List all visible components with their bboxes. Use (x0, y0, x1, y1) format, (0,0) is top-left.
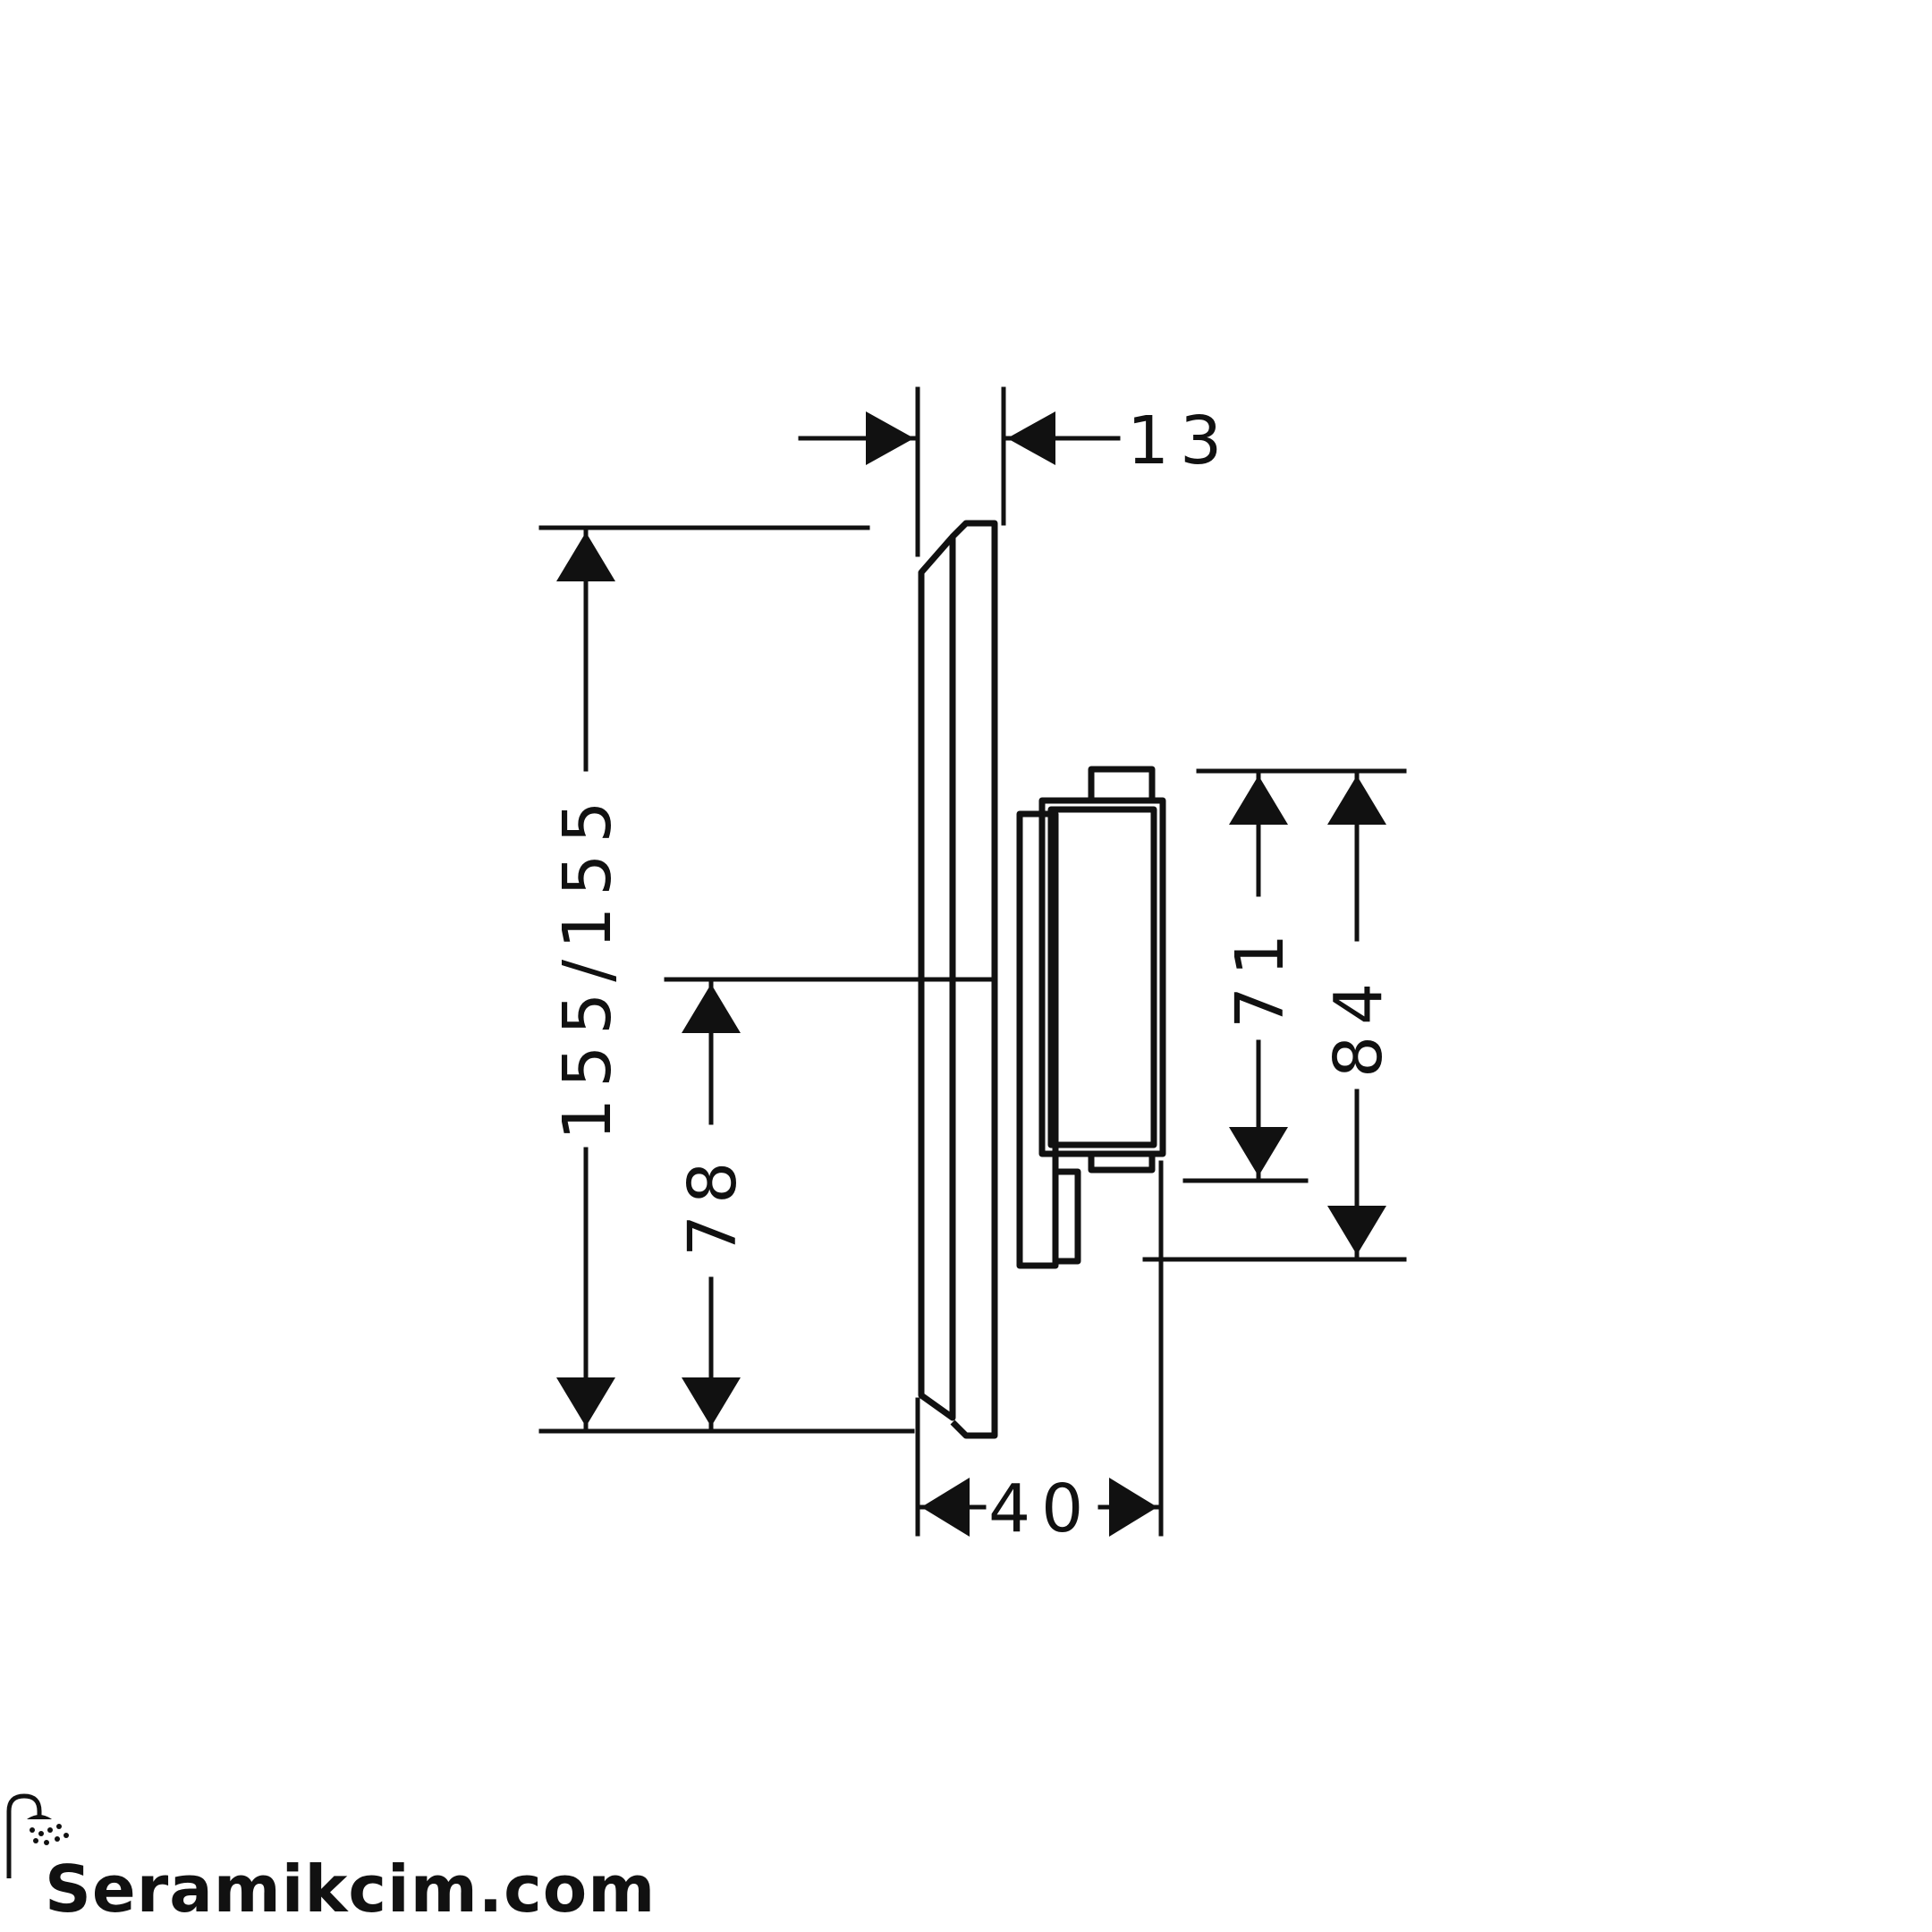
dimension-40-label: 40 (988, 1470, 1094, 1547)
dimension-155-155-label: 155/155 (549, 791, 626, 1140)
dimension-40: 40 (915, 1160, 1164, 1547)
dimension-78-label: 78 (674, 1151, 751, 1257)
brand-watermark: Seramikcim.com (0, 1789, 716, 1932)
dimension-84: 84 (1142, 768, 1407, 1262)
dimension-84-label: 84 (1320, 972, 1397, 1078)
dimension-71: 71 (1182, 768, 1313, 1183)
dimension-71-label: 71 (1222, 923, 1299, 1029)
dimension-78: 78 (664, 977, 951, 1429)
thermostat-body (1016, 766, 1166, 1269)
dimension-155-155: 155/155 (538, 525, 915, 1434)
dimension-13-label: 13 (1127, 402, 1233, 479)
brand-name: Seramikcim.com (45, 1852, 657, 1927)
cover-plate (918, 520, 998, 1439)
shower-head-icon (6, 1793, 69, 1878)
dimension-13: 13 (798, 386, 1233, 557)
